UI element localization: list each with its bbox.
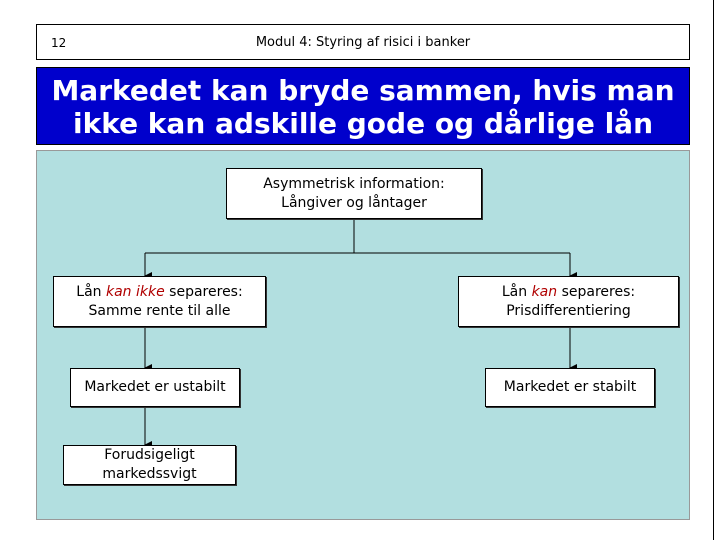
left-result-label: Markedet er ustabilt [84, 379, 226, 395]
left-final-node: Forudsigeligt markedssvigt [63, 445, 236, 485]
right-branch-line-2: Prisdifferentiering [506, 302, 631, 319]
left-branch-emphasis: kan ikke [106, 283, 165, 300]
root-node: Asymmetrisk information: Långiver og lån… [226, 168, 482, 219]
slide-header: 12 Modul 4: Styring af risici i banker [36, 24, 690, 60]
right-branch-emphasis: kan [531, 283, 558, 300]
right-branch-node: Lån kan separeres: Prisdifferentiering [458, 276, 679, 327]
slide-title-line-2: ikke kan adskille gode og dårlige lån [72, 107, 653, 140]
left-result-node: Markedet er ustabilt [70, 368, 240, 407]
left-branch-line-2: Samme rente til alle [88, 302, 231, 319]
right-branch-line-1: Lån kan separeres: [502, 283, 635, 302]
left-branch-prefix: Lån [76, 283, 106, 300]
root-node-line-1: Asymmetrisk information: [263, 175, 445, 192]
module-title: Modul 4: Styring af risici i banker [255, 35, 471, 50]
root-node-line-2: Långiver og låntager [281, 194, 427, 211]
left-final-line-1: Forudsigeligt [104, 447, 195, 463]
left-branch-node: Lån kan ikke separeres: Samme rente til … [53, 276, 266, 327]
slide-title: Markedet kan bryde sammen, hvis man ikke… [36, 67, 690, 145]
slide-title-line-1: Markedet kan bryde sammen, hvis man [51, 74, 675, 107]
left-branch-line-1: Lån kan ikke separeres: [76, 283, 242, 302]
right-branch-prefix: Lån [501, 283, 532, 300]
right-result-node: Markedet er stabilt [485, 368, 655, 407]
left-final-line-2: markedssvigt [102, 466, 197, 482]
right-result-label: Markedet er stabilt [503, 379, 637, 395]
right-branch-suffix: separeres: [557, 283, 636, 300]
page-number: 12 [51, 36, 67, 50]
left-branch-suffix: separeres: [164, 283, 243, 300]
slide-border-line [713, 0, 714, 540]
